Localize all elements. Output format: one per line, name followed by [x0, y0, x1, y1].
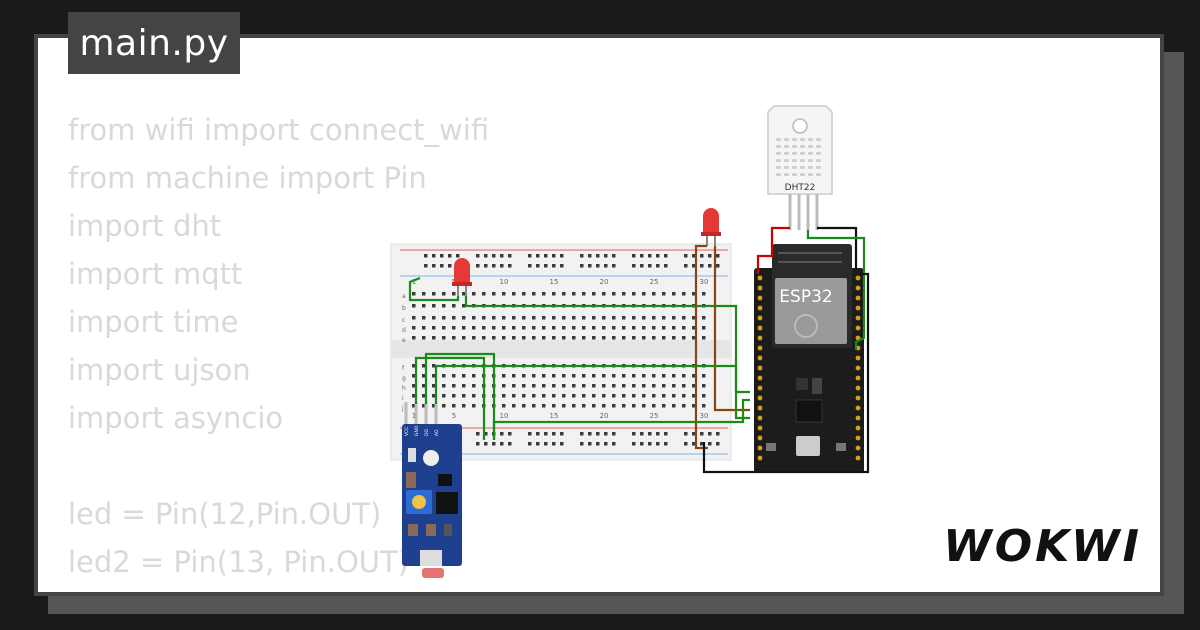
ldr-pin-label: VCC — [404, 427, 410, 436]
column-label: 20 — [600, 412, 609, 420]
esp32-label: ESP32 — [779, 287, 832, 307]
circuit-diagram: abcdefghij115510101515202025253030 DHT22… — [390, 105, 870, 578]
row-label: b — [402, 305, 406, 312]
ldr-pin-label: AO — [434, 429, 440, 436]
wire-led1-gpio — [464, 296, 750, 394]
ldr-pin-label: DO — [424, 429, 430, 436]
code-line: import mqtt — [68, 257, 243, 291]
column-label: 10 — [500, 278, 509, 286]
row-label: g — [402, 375, 406, 382]
led-2[interactable] — [701, 208, 721, 246]
esp32-pins — [757, 275, 861, 461]
dht-grille — [776, 138, 821, 176]
row-label: f — [402, 365, 405, 372]
led-1[interactable] — [452, 258, 472, 296]
row-label: j — [401, 405, 404, 412]
wokwi-logo: WOKWI — [943, 521, 1142, 572]
code-line: import dht — [68, 209, 222, 243]
dht22-sensor[interactable]: DHT22 — [767, 105, 833, 230]
column-label: 15 — [550, 278, 559, 286]
wire-ldr-4 — [492, 398, 750, 440]
column-label: 10 — [500, 412, 509, 420]
wire-led2 — [694, 244, 708, 450]
wire-gnd-loop — [702, 272, 870, 474]
row-label: d — [402, 327, 406, 334]
code-line: led = Pin(12,Pin.OUT) — [68, 497, 382, 531]
wire-dht-data — [806, 230, 866, 350]
code-line: from wifi import connect_wifi — [68, 113, 490, 147]
code-line: import ujson — [68, 353, 251, 387]
column-label: 15 — [550, 412, 559, 420]
ldr-sensor-module[interactable]: VCC GND DO AO — [402, 402, 462, 578]
code-line: import asyncio — [68, 401, 284, 435]
column-label: 30 — [700, 412, 709, 420]
code-line: from machine import Pin — [68, 161, 427, 195]
wire-led1 — [408, 276, 460, 302]
row-label: c — [402, 317, 405, 324]
wire-ldr-1 — [414, 356, 486, 440]
wire-dht-gnd — [817, 226, 858, 270]
column-label: 30 — [700, 278, 709, 286]
esp32-board[interactable]: ESP32 — [754, 244, 864, 473]
code-line: import time — [68, 305, 239, 339]
column-label: 25 — [650, 278, 659, 286]
column-label: 25 — [650, 412, 659, 420]
row-label: i — [402, 395, 404, 402]
file-tab[interactable]: main.py — [68, 12, 240, 74]
ldr-pin-labels: VCC GND DO AO — [404, 425, 440, 436]
usb-port[interactable] — [796, 436, 820, 456]
wire-ldr-3 — [434, 364, 750, 420]
column-label: 20 — [600, 278, 609, 286]
wire-dht-vcc — [756, 226, 790, 274]
wire-led2-gpio — [713, 246, 750, 412]
wires — [408, 226, 870, 474]
row-label: h — [402, 385, 406, 392]
row-label: e — [402, 337, 406, 344]
dht-label: DHT22 — [785, 183, 816, 193]
column-label: 1 — [412, 278, 416, 286]
breadboard-labels: abcdefghij115510101515202025253030 — [401, 278, 708, 420]
code-line: led2 = Pin(13, Pin.OUT) — [68, 545, 410, 579]
wire-ldr-2 — [424, 352, 496, 440]
ldr-pin-label: GND — [414, 425, 420, 436]
boot-button[interactable] — [836, 443, 846, 451]
column-label: 5 — [452, 412, 456, 420]
row-label: a — [402, 293, 406, 300]
column-label: 1 — [412, 412, 416, 420]
en-button[interactable] — [766, 443, 776, 451]
